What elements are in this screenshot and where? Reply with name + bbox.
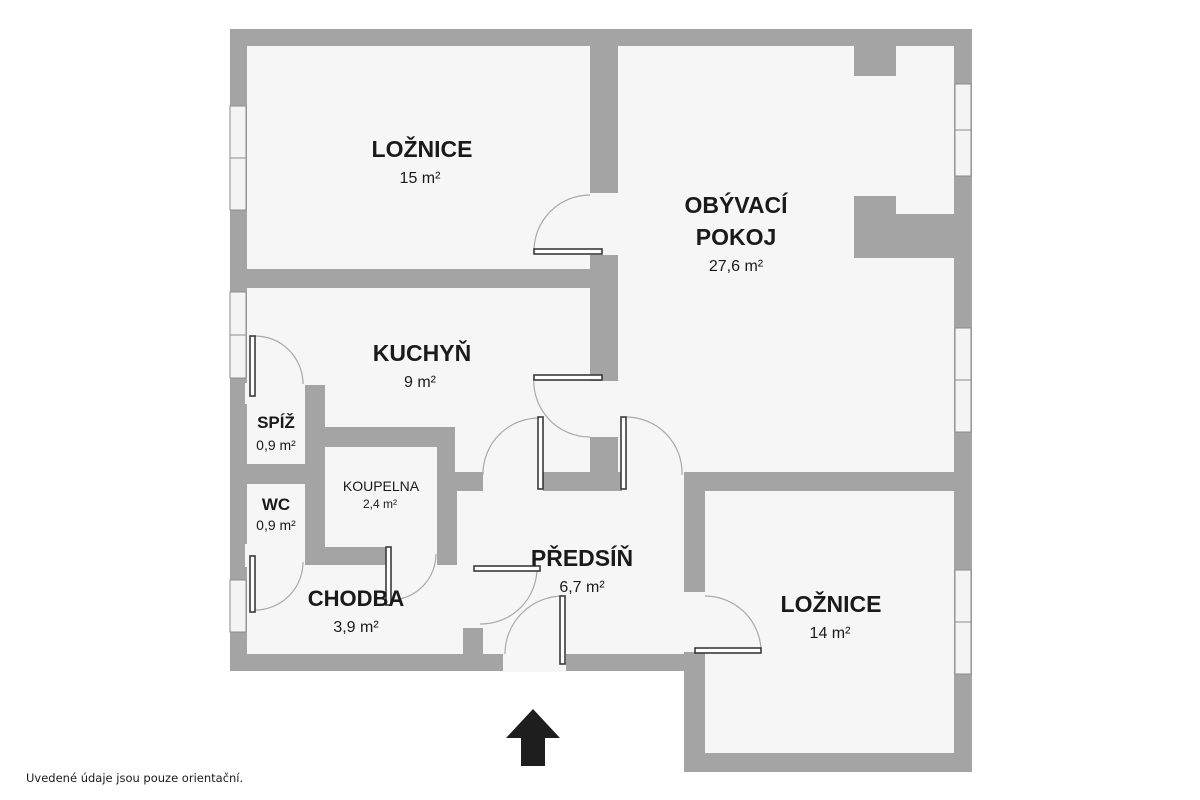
floor-chodba [247,565,463,654]
room-area-wc: 0,9 m² [256,517,296,533]
room-name-koupelna: KOUPELNA [343,478,420,494]
room-name-loznice-2: LOŽNICE [781,590,882,617]
room-area-kuchyn: 9 m² [404,374,437,391]
floor-koupelna [325,447,437,547]
disclaimer-note: Uvedené údaje jsou pouze orientační. [26,771,244,785]
floor-loznice-1 [247,46,590,269]
room-name-kuchyn: KUCHYŇ [373,339,471,366]
floor-kuchyn [247,288,590,472]
room-name-predsin: PŘEDSÍŇ [531,544,633,571]
room-area-chodba: 3,9 m² [333,619,379,636]
room-area-spiz: 0,9 m² [256,437,296,453]
floor-loznice-2 [705,491,954,753]
floor-wc [247,484,305,546]
floor-spiz [247,402,305,464]
room-area-obyvaci: 27,6 m² [709,258,764,275]
entrance-arrow-icon [506,709,560,766]
windows [229,83,972,675]
floor-obyvaci-pokoj [618,46,954,472]
room-area-predsin: 6,7 m² [559,579,605,596]
doors [249,194,762,665]
room-name-obyvaci-line1: OBÝVACÍ [684,191,788,218]
room-area-loznice-1: 15 m² [400,170,442,187]
room-floors [247,46,954,753]
room-name-obyvaci-line2: POKOJ [696,224,777,250]
room-name-wc: WC [262,495,290,514]
room-name-loznice-1: LOŽNICE [372,135,473,162]
room-labels: LOŽNICE 15 m² OBÝVACÍ POKOJ 27,6 m² KUCH… [256,135,881,642]
room-name-chodba: CHODBA [308,586,405,611]
room-area-koupelna: 2,4 m² [363,497,397,511]
room-name-spiz: SPÍŽ [257,413,295,432]
floor-predsin [457,491,684,654]
door-openings [245,193,707,672]
room-area-loznice-2: 14 m² [810,625,852,642]
